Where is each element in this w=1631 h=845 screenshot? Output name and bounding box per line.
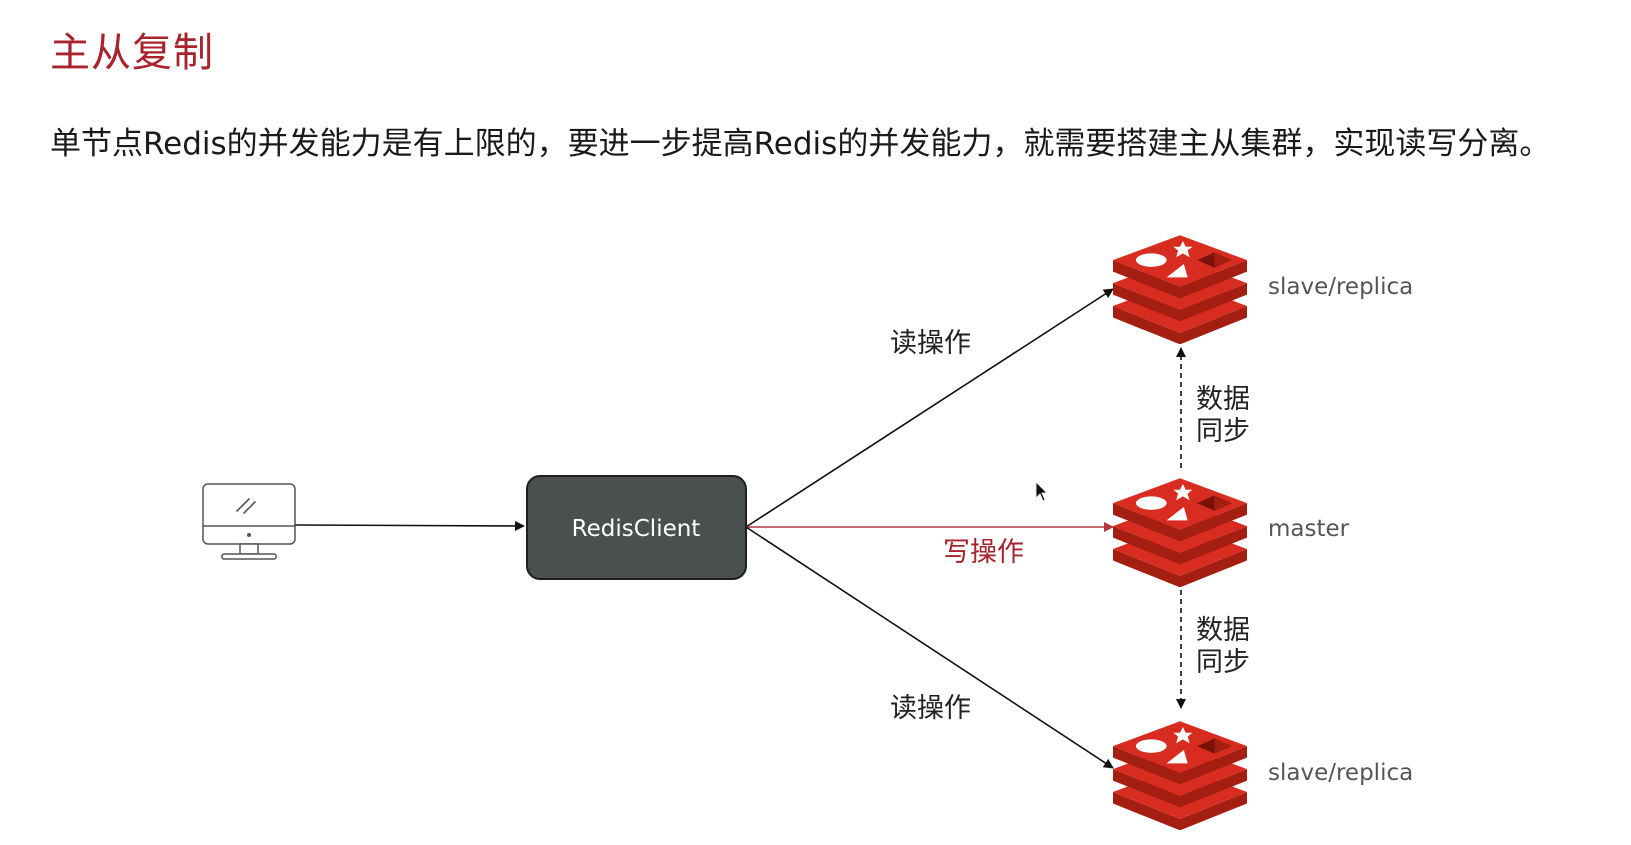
redis-logo-icon [1113, 478, 1247, 587]
sync-label-top-line1: 数据 [1196, 384, 1250, 415]
read-arrow-top [745, 288, 1114, 528]
read-arrow-bottom [745, 526, 1114, 769]
page-title: 主从复制 [50, 30, 214, 76]
intro-paragraph: 单节点Redis的并发能力是有上限的，要进一步提高Redis的并发能力，就需要搭… [50, 126, 1551, 162]
redis-client-label: RedisClient [572, 516, 701, 542]
monitor-to-client-arrow [294, 520, 525, 531]
redis-logo-icon [1113, 721, 1247, 830]
node-label-master: master [1268, 516, 1350, 542]
write-op-label: 写操作 [943, 537, 1024, 568]
monitor-icon [202, 483, 296, 560]
sync-label-bottom-line1: 数据 [1196, 615, 1250, 646]
mouse-cursor-icon [1035, 481, 1048, 502]
redis-node-master: master [1113, 478, 1350, 587]
read-op-label-top: 读操作 [890, 328, 971, 359]
node-label-slave-top: slave/replica [1268, 274, 1413, 300]
read-op-label-bottom: 读操作 [890, 693, 971, 724]
node-label-slave-bottom: slave/replica [1268, 760, 1413, 786]
redis-node-slave-bottom: slave/replica [1113, 721, 1413, 830]
sync-label-bottom-line2: 同步 [1196, 647, 1250, 678]
redis-node-slave-top: slave/replica [1113, 235, 1413, 344]
sync-label-top-line2: 同步 [1196, 416, 1250, 447]
redis-logo-icon [1113, 235, 1247, 344]
redis-client-box: RedisClient [526, 475, 747, 580]
